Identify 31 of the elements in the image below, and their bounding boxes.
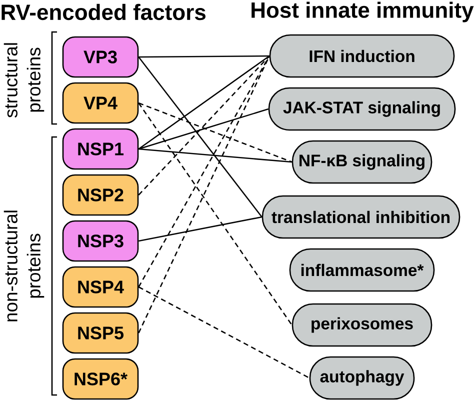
- pathway-box: IFN induction: [269, 34, 455, 78]
- connector-line: [138, 148, 292, 163]
- connector-line: [138, 56, 270, 334]
- group-label: structural proteins: [4, 43, 44, 118]
- pathway-box: translational inhibition: [262, 195, 460, 239]
- connector-line: [138, 56, 262, 218]
- protein-box: NSP5: [62, 312, 139, 354]
- pathway-box: NF-κB signaling: [292, 140, 432, 184]
- connector-line: [138, 102, 292, 326]
- connector-line: [138, 286, 310, 379]
- column-heading: Host innate immunity: [252, 2, 474, 22]
- pathway-box: JAK-STAT signaling: [268, 87, 456, 131]
- column-heading: RV-encoded factors: [2, 4, 206, 20]
- protein-box: NSP1: [62, 128, 139, 170]
- connector-line: [138, 55, 270, 150]
- connector-line: [138, 56, 270, 196]
- connector-line: [138, 56, 270, 288]
- pathway-box: perixosomes: [292, 303, 432, 347]
- connector-line: [138, 216, 262, 242]
- group-label: non-structural proteins: [4, 210, 44, 322]
- connector-line: [138, 108, 269, 150]
- protein-box: NSP6*: [62, 358, 139, 400]
- protein-box: NSP4: [62, 266, 139, 308]
- protein-box: VP4: [62, 82, 139, 124]
- pathway-box: inflammasome*: [289, 248, 435, 292]
- connector-line: [138, 55, 270, 58]
- protein-box: VP3: [62, 36, 139, 78]
- pathway-box: autophagy: [309, 356, 415, 400]
- protein-box: NSP2: [62, 174, 139, 216]
- connector-line: [138, 102, 292, 163]
- protein-box: NSP3: [62, 220, 139, 262]
